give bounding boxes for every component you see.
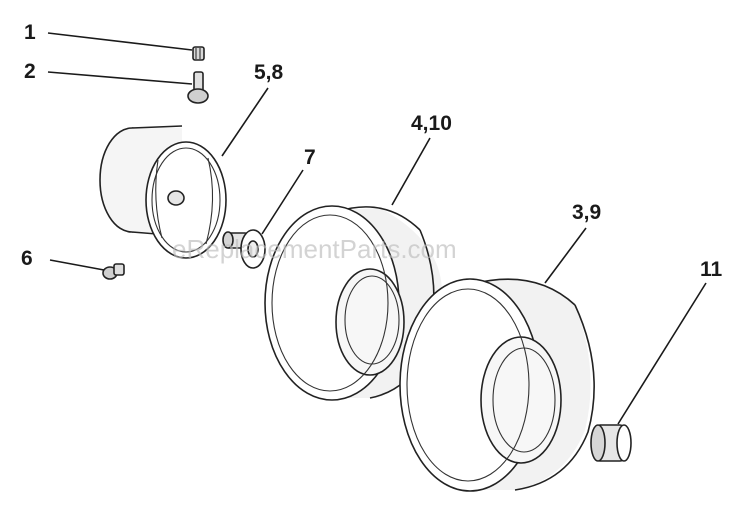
leader-line-11	[617, 282, 707, 425]
wheel-rim-part	[99, 125, 227, 259]
leader-line-7	[261, 169, 304, 235]
callout-5-8: 5,8	[254, 61, 284, 84]
callout-4-10: 4,10	[411, 112, 452, 135]
callout-labels: 1 2 5,8 7 4,10 3,9 6 11	[21, 21, 723, 281]
callout-2: 2	[24, 60, 36, 83]
valve-stem-part	[187, 71, 209, 104]
callout-11: 11	[700, 258, 723, 281]
leader-line-4-10	[391, 137, 431, 206]
leader-line-2	[47, 71, 193, 85]
bushing-part	[590, 424, 632, 462]
rear-tire-part	[399, 278, 595, 492]
callout-3-9: 3,9	[572, 201, 601, 224]
leader-lines	[47, 32, 707, 425]
leader-line-5-8	[221, 87, 269, 157]
callout-1: 1	[24, 21, 36, 44]
leader-line-6	[49, 259, 105, 271]
washer-part	[222, 229, 266, 269]
callout-6: 6	[21, 247, 33, 270]
callout-7: 7	[304, 146, 316, 169]
watermark-text: eReplacementParts.com	[172, 234, 457, 264]
grease-fitting-part	[102, 263, 125, 280]
leader-line-1	[47, 32, 193, 51]
valve-cap-part	[192, 46, 205, 61]
leader-line-3-9	[544, 227, 587, 284]
